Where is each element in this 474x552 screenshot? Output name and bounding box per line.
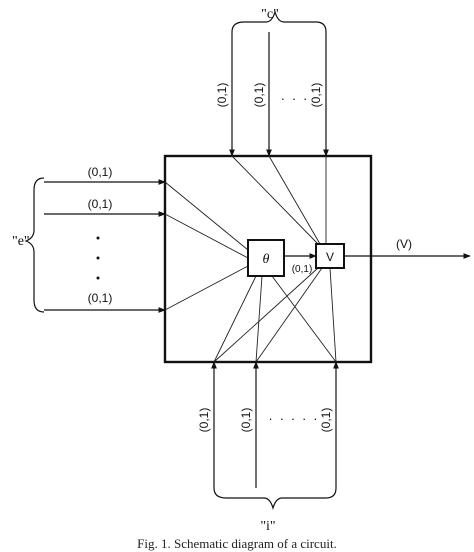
bottom-brace <box>213 487 337 511</box>
internal-label: (0,1) <box>292 264 313 275</box>
top-ellipsis: . . . <box>281 88 309 103</box>
bottom-group-label: "i" <box>260 519 275 534</box>
top-input-lines <box>229 32 329 157</box>
bottom-input-lines <box>211 361 339 488</box>
left-input-lines <box>44 179 166 313</box>
bottom-input-label-2: (0,1) <box>239 408 253 433</box>
output-label: (V) <box>396 237 412 251</box>
top-input-label-2: (0,1) <box>252 83 266 108</box>
left-brace <box>24 177 45 313</box>
left-ellipsis <box>96 236 100 280</box>
bottom-ellipsis: . . . . . <box>269 408 320 423</box>
bottom-input-label-3: (0,1) <box>319 408 333 433</box>
figure-caption: Fig. 1. Schematic diagram of a circuit. <box>137 536 337 551</box>
or-label: V <box>326 250 334 264</box>
bottom-input-label-1: (0,1) <box>197 408 211 433</box>
left-input-label-1: (0,1) <box>88 165 113 179</box>
top-input-label-1: (0,1) <box>215 83 229 108</box>
threshold-label: θ <box>263 252 270 267</box>
threshold-box <box>247 239 285 277</box>
top-group-label: "c" <box>261 7 279 22</box>
left-group-label: "e" <box>12 234 30 249</box>
top-input-label-3: (0,1) <box>309 83 323 108</box>
left-input-label-3: (0,1) <box>88 291 113 305</box>
top-brace <box>231 9 327 33</box>
left-input-label-2: (0,1) <box>88 197 113 211</box>
internal-connections <box>164 155 337 363</box>
circuit-box <box>163 154 373 364</box>
